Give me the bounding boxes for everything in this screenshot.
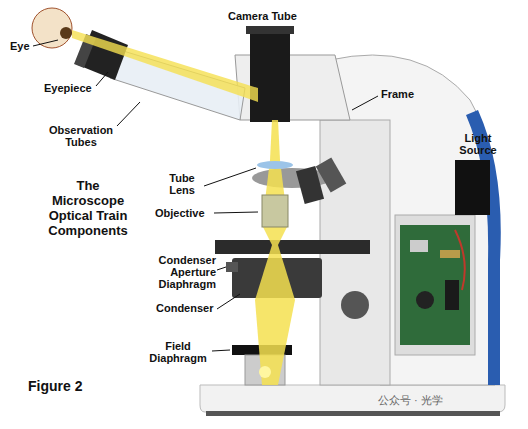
illustration-part bbox=[316, 158, 347, 193]
illustration-part bbox=[455, 160, 490, 215]
part-label: Tube Lens bbox=[160, 172, 204, 196]
stage-and-optics bbox=[215, 158, 370, 385]
illustration-part bbox=[410, 240, 428, 252]
base bbox=[200, 385, 505, 416]
illustration-part bbox=[257, 161, 293, 169]
illustration-part bbox=[33, 40, 58, 46]
part-label: Light Source bbox=[452, 132, 504, 156]
objective bbox=[257, 161, 293, 227]
part-label: Eyepiece bbox=[44, 82, 92, 94]
illustration-part bbox=[32, 8, 72, 48]
eye bbox=[32, 8, 72, 48]
watermark: 公众号 · 光学 bbox=[378, 394, 443, 406]
illustration-part bbox=[259, 366, 271, 378]
illustration-part bbox=[212, 350, 230, 351]
illustration-part bbox=[445, 280, 459, 310]
illustration-part bbox=[255, 300, 295, 385]
part-label: Condenser Aperture Diaphragm bbox=[146, 254, 216, 290]
illustration-part bbox=[270, 120, 280, 160]
part-label: Field Diaphragm bbox=[146, 340, 210, 364]
part-label: Objective bbox=[155, 207, 205, 219]
illustration-part bbox=[262, 225, 288, 245]
illustration-part bbox=[215, 240, 370, 254]
illustration-part bbox=[255, 245, 295, 300]
illustration-part bbox=[72, 30, 258, 102]
illustration-part bbox=[341, 291, 369, 319]
illustration-part bbox=[262, 195, 288, 227]
circuit-board bbox=[400, 225, 470, 345]
part-label: Eye bbox=[10, 40, 30, 52]
part-label: Frame bbox=[381, 88, 414, 100]
diagram-title: The Microscope Optical Train Components bbox=[40, 178, 136, 238]
part-label: Camera Tube bbox=[228, 10, 297, 22]
illustration-part bbox=[226, 262, 238, 272]
illustration-part bbox=[200, 385, 505, 412]
part-label: Observation Tubes bbox=[44, 124, 118, 148]
illustration-part bbox=[416, 291, 434, 309]
frame bbox=[320, 55, 501, 385]
illustration-part bbox=[206, 411, 500, 416]
leader-lines bbox=[33, 40, 378, 351]
head bbox=[235, 26, 350, 122]
illustration-part bbox=[400, 225, 470, 345]
illustration-part bbox=[60, 27, 72, 39]
part-label: Condenser bbox=[156, 302, 213, 314]
illustration-part bbox=[214, 212, 258, 213]
light-source bbox=[455, 160, 490, 215]
illustration-part bbox=[250, 30, 290, 122]
figure-caption: Figure 2 bbox=[28, 378, 82, 394]
illustration-part bbox=[246, 26, 294, 34]
illustration-part bbox=[96, 72, 108, 86]
illustration-part bbox=[352, 96, 378, 110]
illustration-part bbox=[455, 230, 465, 290]
illustration-part bbox=[117, 102, 140, 126]
illustration-part bbox=[440, 250, 460, 258]
illustration-part bbox=[217, 267, 226, 270]
illustration-part bbox=[204, 168, 256, 186]
illustration-part bbox=[395, 215, 475, 355]
illustration-part bbox=[217, 294, 240, 309]
